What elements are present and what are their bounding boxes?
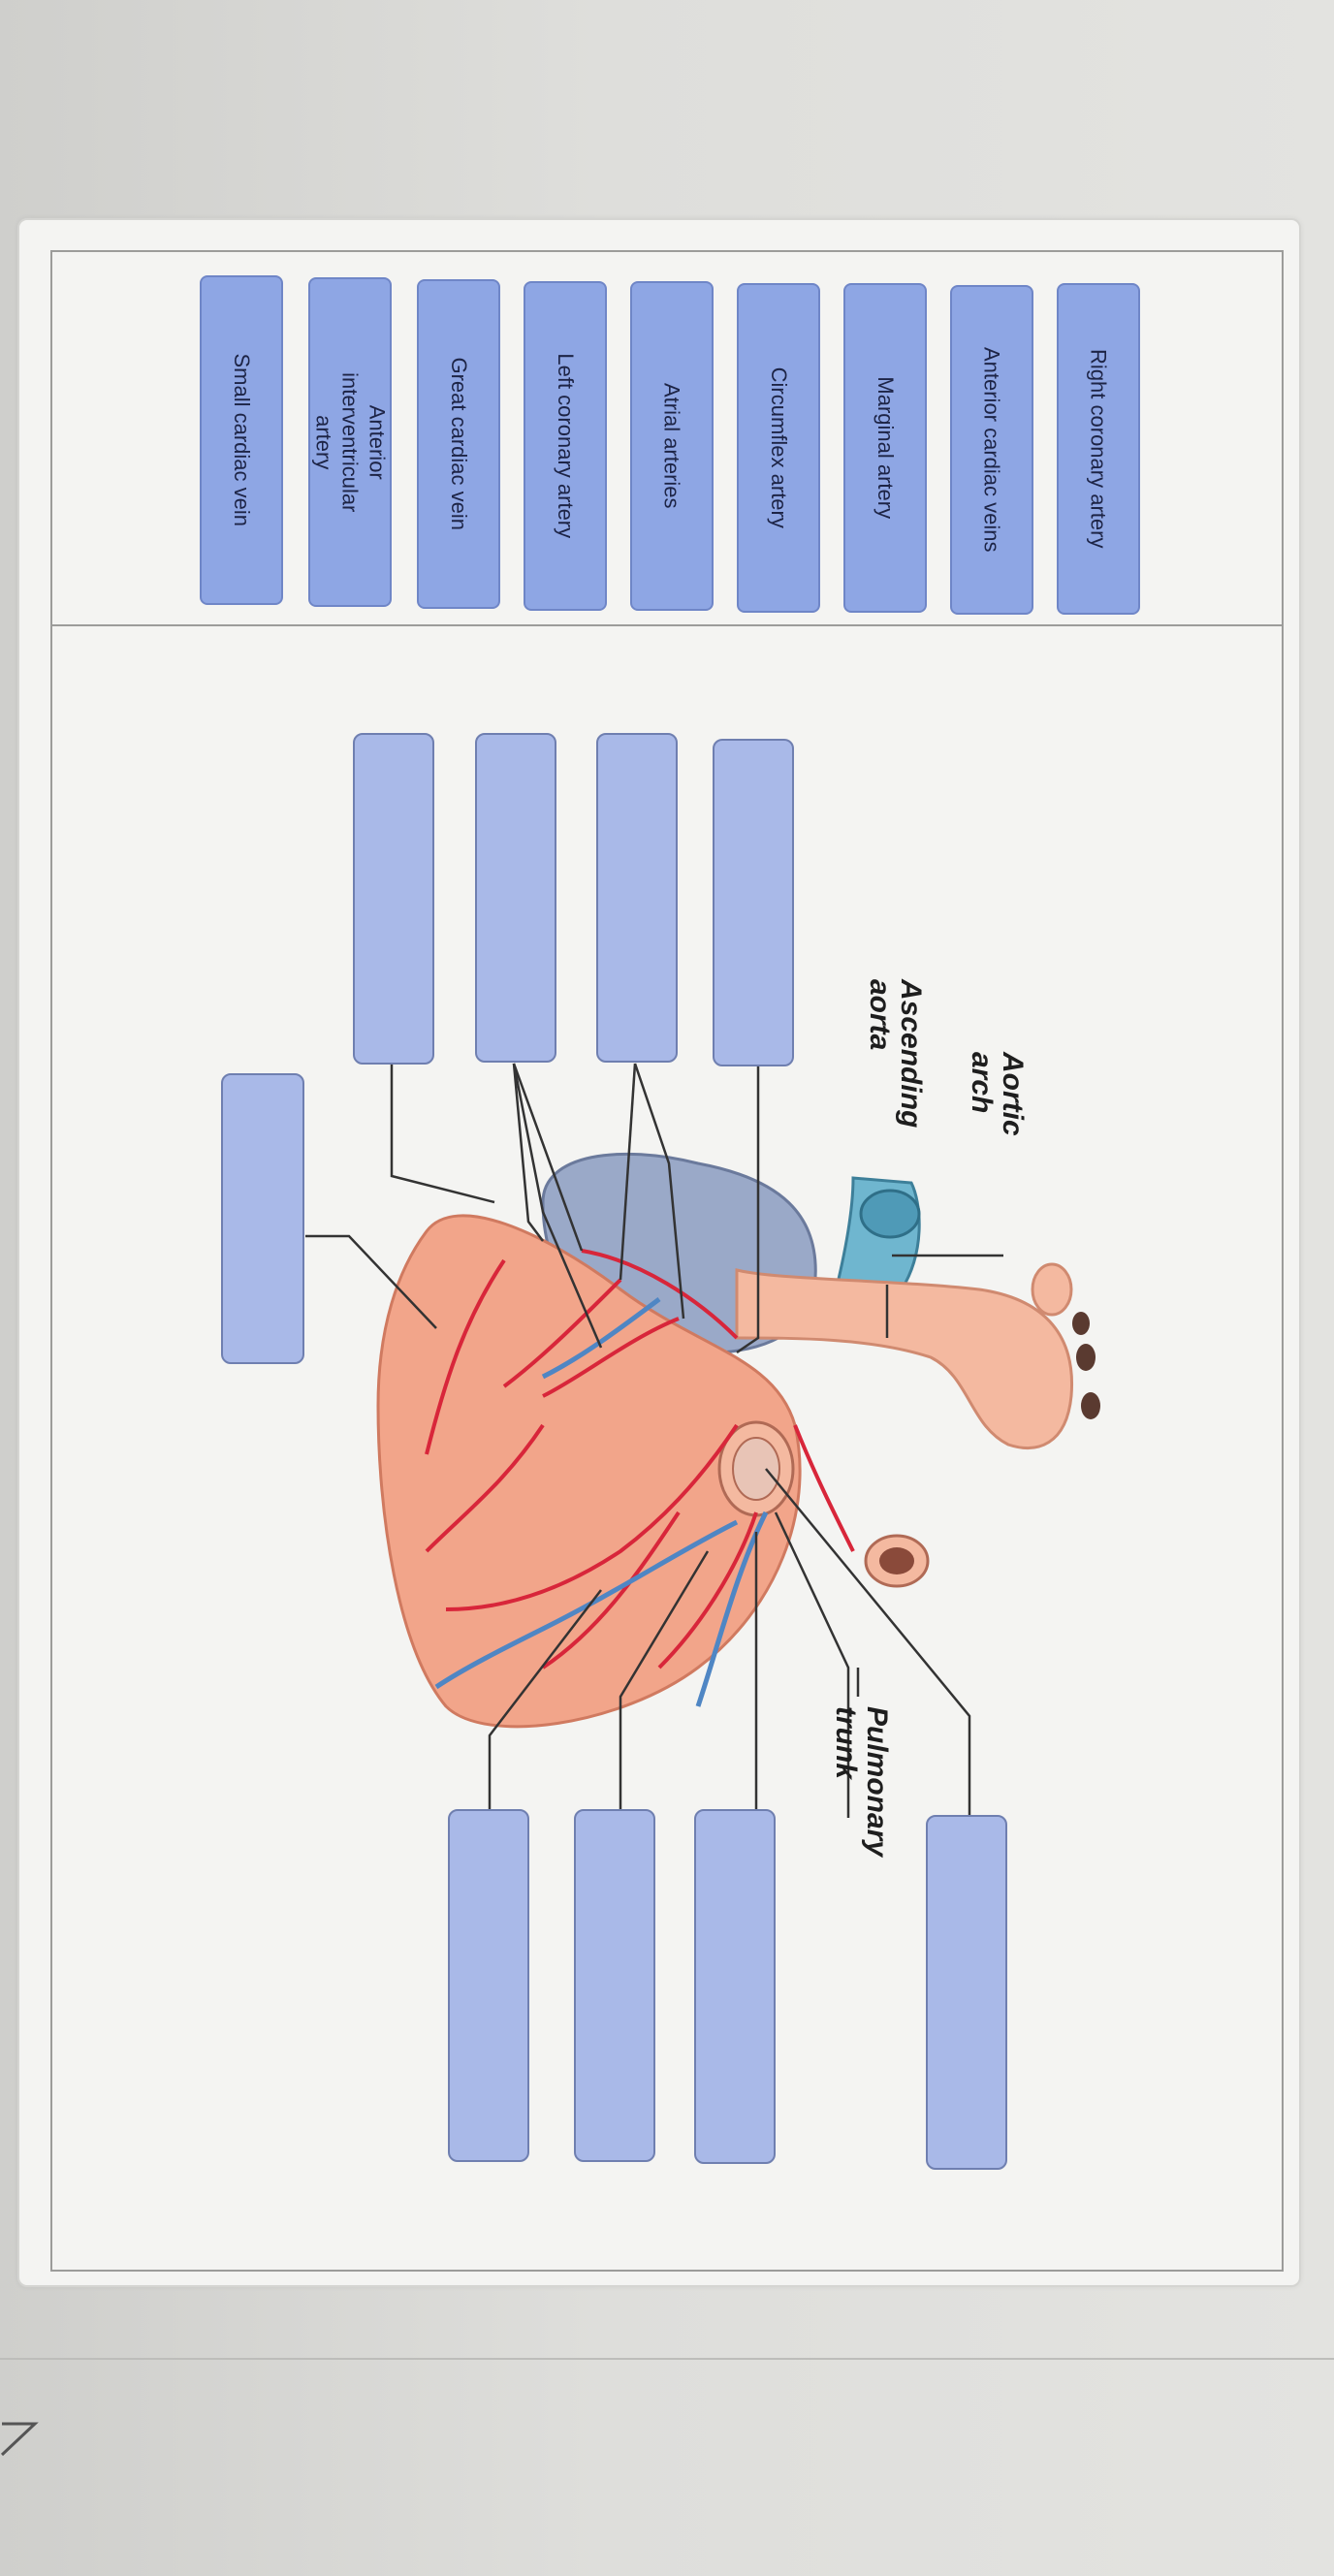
vena-cava-opening	[861, 1191, 919, 1237]
drop-target-4[interactable]	[353, 733, 434, 1065]
drop-target-7[interactable]	[694, 1809, 776, 2164]
drop-target-2[interactable]	[596, 733, 678, 1063]
drop-target-9[interactable]	[448, 1809, 529, 2162]
drop-target-6[interactable]	[926, 1815, 1007, 2170]
label-pulmonary-trunk: Pulmonary trunk	[831, 1706, 892, 1871]
drop-target-8[interactable]	[574, 1809, 655, 2162]
drop-target-1[interactable]	[713, 739, 794, 1066]
drop-target-5[interactable]	[221, 1073, 304, 1364]
drop-target-3[interactable]	[475, 733, 556, 1063]
label-ascending-aorta: Ascending aorta	[865, 979, 926, 1144]
label-aortic-arch: Aortic arch	[967, 1052, 1028, 1168]
